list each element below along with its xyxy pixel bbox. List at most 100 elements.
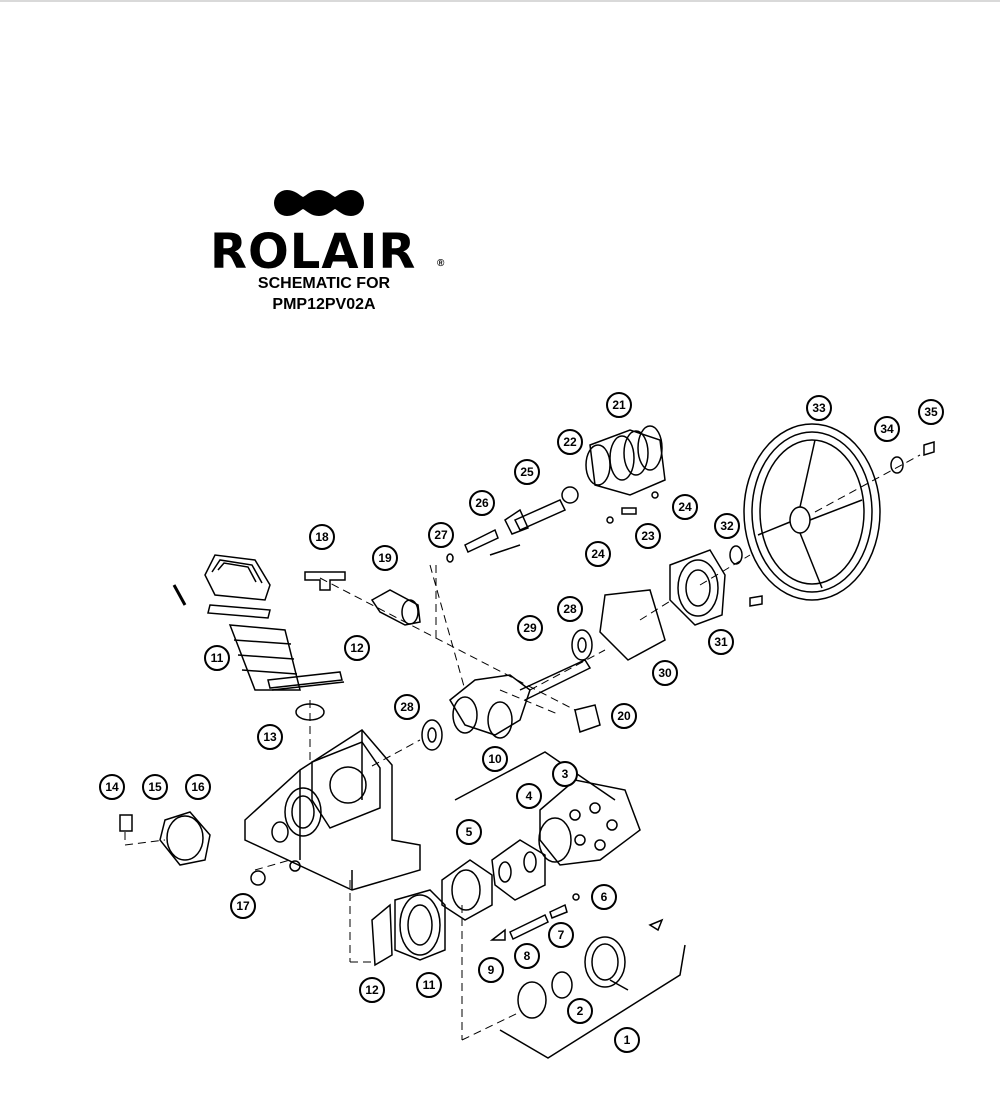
callout-number: 25 <box>520 465 534 479</box>
callout-number: 1 <box>624 1033 631 1047</box>
flywheel-washer <box>890 456 904 474</box>
subtitle-line-2: PMP12PV02A <box>272 296 376 313</box>
pipe-fitting <box>370 589 421 626</box>
callout-circle <box>372 545 398 571</box>
callout-23: 23 <box>635 523 661 549</box>
callout-number: 23 <box>641 529 655 543</box>
callout-number: 19 <box>378 551 392 565</box>
callout-24: 24 <box>585 541 611 567</box>
cylinder-lower <box>371 889 446 967</box>
callout-circle <box>806 395 832 421</box>
callout-8: 8 <box>514 943 540 969</box>
callout-10: 10 <box>482 746 508 772</box>
callout-circle <box>514 459 540 485</box>
callout-number: 11 <box>211 651 224 665</box>
callout-circle <box>394 694 420 720</box>
piston-assembly <box>446 425 666 563</box>
callout-33: 33 <box>806 395 832 421</box>
callout-circle <box>557 429 583 455</box>
lower-elbow <box>574 704 601 733</box>
top-border <box>0 0 1000 2</box>
callout-circle <box>708 629 734 655</box>
callout-circle <box>606 392 632 418</box>
callout-circle <box>185 774 211 800</box>
callout-35: 35 <box>918 399 944 425</box>
callout-circle <box>611 703 637 729</box>
callout-number: 14 <box>105 780 119 794</box>
callout-circle <box>874 416 900 442</box>
callout-number: 17 <box>236 899 250 913</box>
callout-1: 1 <box>614 1027 640 1053</box>
callout-circle <box>344 635 370 661</box>
part-drawings <box>119 423 935 1059</box>
drain-plug <box>250 870 266 886</box>
callout-circle <box>230 893 256 919</box>
callout-number: 27 <box>434 528 448 542</box>
callout-12: 12 <box>344 635 370 661</box>
air-filter-group <box>489 893 686 1059</box>
callout-number: 12 <box>365 983 379 997</box>
side-cover <box>159 811 211 866</box>
callout-number: 34 <box>880 422 894 436</box>
callout-31: 31 <box>708 629 734 655</box>
callout-number: 10 <box>488 752 502 766</box>
callout-29: 29 <box>517 615 543 641</box>
callout-number: 5 <box>466 825 473 839</box>
callout-number: 33 <box>812 401 826 415</box>
callout-circle <box>469 490 495 516</box>
callout-24: 24 <box>672 494 698 520</box>
callout-circle <box>478 957 504 983</box>
plug-part <box>119 814 133 832</box>
callout-3: 3 <box>552 761 578 787</box>
callout-circle <box>672 494 698 520</box>
callout-circle <box>552 761 578 787</box>
callout-number: 7 <box>558 928 565 942</box>
callout-number: 11 <box>423 978 436 992</box>
brand-reg-mark: ® <box>437 258 445 269</box>
callout-circle <box>514 943 540 969</box>
callout-circle <box>456 819 482 845</box>
callout-circle <box>614 1027 640 1053</box>
callout-circle <box>309 524 335 550</box>
crankshaft <box>449 659 592 739</box>
callout-number: 26 <box>475 496 489 510</box>
callout-circle <box>204 645 230 671</box>
callout-number: 2 <box>577 1004 584 1018</box>
callout-circle <box>548 922 574 948</box>
flywheel-bolt <box>923 440 935 457</box>
callout-circle <box>99 774 125 800</box>
callout-27: 27 <box>428 522 454 548</box>
callout-number: 28 <box>400 700 414 714</box>
callout-number: 6 <box>601 890 608 904</box>
callout-number: 24 <box>678 500 692 514</box>
brand-logo-text: ROLAIR <box>210 224 417 280</box>
callout-16: 16 <box>185 774 211 800</box>
callout-number: 13 <box>263 730 277 744</box>
callout-9: 9 <box>478 957 504 983</box>
callout-17: 17 <box>230 893 256 919</box>
callout-circle <box>591 884 617 910</box>
callout-circle <box>557 596 583 622</box>
callout-21: 21 <box>606 392 632 418</box>
callout-circle <box>359 977 385 1003</box>
callout-11: 11 <box>204 645 230 671</box>
cylinder-upper <box>172 554 345 691</box>
subtitle-line-1: SCHEMATIC FOR <box>257 275 391 292</box>
callout-number: 15 <box>148 780 162 794</box>
breather-cap <box>295 703 325 721</box>
callout-number: 31 <box>714 635 728 649</box>
callout-6: 6 <box>591 884 617 910</box>
callout-32: 32 <box>714 513 740 539</box>
callout-number: 12 <box>350 641 364 655</box>
callout-number: 28 <box>563 602 577 616</box>
callout-20: 20 <box>611 703 637 729</box>
callout-number: 8 <box>524 949 531 963</box>
callout-25: 25 <box>514 459 540 485</box>
callout-number: 3 <box>562 767 569 781</box>
callout-number: 24 <box>591 547 605 561</box>
callout-4: 4 <box>516 783 542 809</box>
flywheel <box>743 423 881 601</box>
callout-5: 5 <box>456 819 482 845</box>
